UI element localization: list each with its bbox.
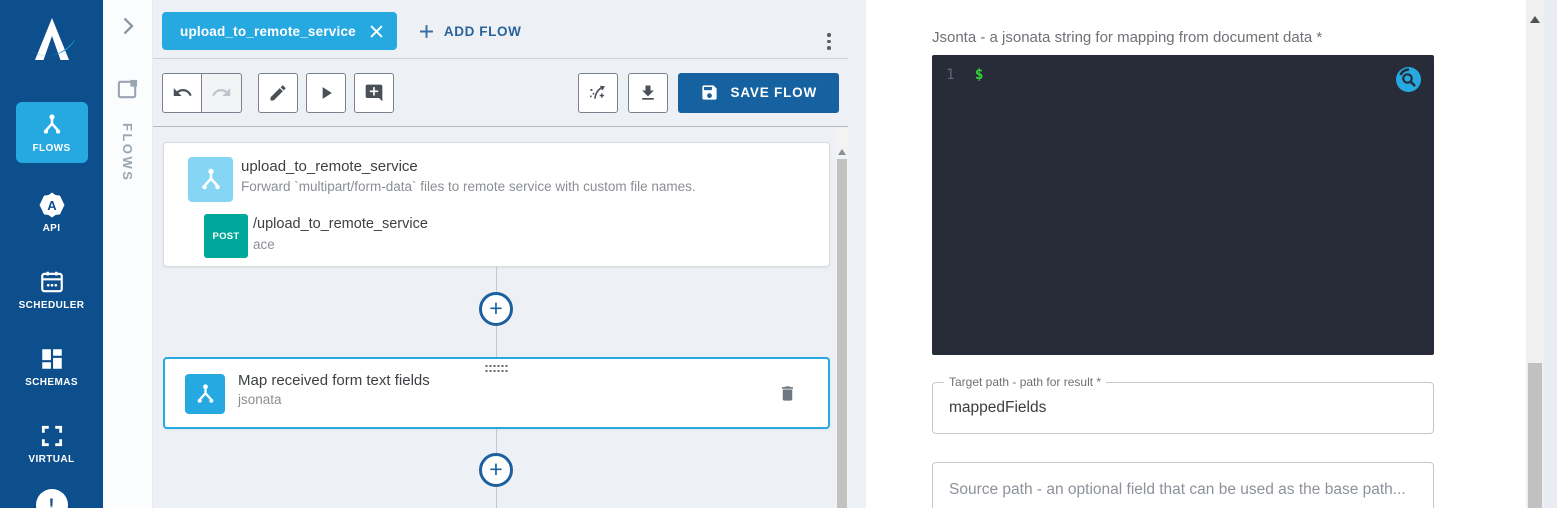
jsonata-field-label: Jsonta - a jsonata string for mapping fr… [932,29,1323,46]
tab-label: upload_to_remote_service [180,23,356,39]
save-flow-label: SAVE FLOW [730,85,817,100]
flows-panel-icon[interactable] [116,78,139,101]
save-flow-button[interactable]: SAVE FLOW [677,72,839,113]
add-flow-label: ADD FLOW [443,23,522,39]
connector-line [496,429,497,455]
close-icon[interactable] [370,24,383,38]
trash-icon [781,385,793,401]
sidebar-nav: FLOWS A API SCHEDULER [0,102,103,471]
logo [27,18,76,60]
svg-text:A: A [47,198,57,213]
page-edge [1544,0,1557,508]
step-description: Forward `multipart/form-data` files to r… [241,179,696,194]
connector-line [496,487,497,508]
panel-divider [848,0,866,508]
code-text: $ [974,67,984,83]
rail-panel-label: FLOWS [120,123,135,183]
drag-handle-dots[interactable] [485,365,508,372]
edit-flow-button[interactable] [258,72,298,113]
target-path-input[interactable] [933,383,1433,433]
flow-step-icon [185,374,225,414]
download-flow-button[interactable] [627,72,668,113]
add-flow-button[interactable]: ADD FLOW [419,12,522,50]
virtual-icon [41,425,62,447]
redo-icon [212,88,231,96]
http-method-badge: POST [204,214,248,258]
route-path: /upload_to_remote_service [253,216,428,232]
sidebar-item-label: SCHEDULER [18,300,85,311]
editor-search-icon[interactable] [1395,66,1422,93]
flow-icon [201,168,220,189]
download-icon [641,85,654,100]
sidebar-item-label: VIRTUAL [28,454,75,465]
add-comment-button[interactable] [354,72,394,113]
flow-icon [197,383,213,403]
add-comment-icon [365,84,383,101]
step-type: jsonata [238,392,282,407]
source-path-input[interactable] [933,463,1433,508]
scroll-up-arrow[interactable] [838,149,846,155]
calendar-icon [40,271,63,293]
main-sidebar: FLOWS A API SCHEDULER [0,0,103,508]
connector-line [496,326,497,357]
auto-arrange-icon [590,85,605,99]
sidebar-item-virtual[interactable]: VIRTUAL [9,415,95,471]
edit-icon [270,84,286,100]
flow-icon [43,114,60,134]
flow-step-jsonata-card[interactable]: Map received form text fields jsonata [163,357,830,429]
sidebar-item-label: API [42,223,61,234]
target-path-field: Target path - path for result * [932,375,1434,434]
jsonata-code-editor[interactable]: 1 $ [932,55,1434,355]
tab-upload-to-remote-service[interactable]: upload_to_remote_service [162,12,397,50]
sidebar-item-scheduler[interactable]: SCHEDULER [9,261,95,317]
flow-step-trigger-card[interactable]: upload_to_remote_service Forward `multip… [163,142,830,267]
flow-step-icon [188,157,233,202]
play-icon [322,86,332,99]
canvas-scrollbar[interactable] [836,127,848,508]
line-number: 1 [946,67,955,83]
scrollbar-thumb[interactable] [837,159,847,508]
redo-button[interactable] [202,72,242,113]
sidebar-item-label: FLOWS [32,143,71,154]
page-scrollbar[interactable] [1526,0,1544,508]
flow-toolbar: SAVE FLOW [153,59,848,127]
scrollbar-thumb[interactable] [1528,363,1542,508]
undo-redo-group [162,72,242,113]
kebab-menu-icon[interactable] [820,33,838,53]
connector-line [496,267,497,294]
source-path-field [932,462,1434,508]
sidebar-item-schemas[interactable]: SCHEMAS [9,338,95,394]
sidebar-item-api[interactable]: A API [9,184,95,240]
scroll-up-arrow[interactable] [1530,16,1540,23]
add-step-button[interactable]: + [479,453,513,487]
step-title: Map received form text fields [238,372,430,389]
sidebar-item-flows[interactable]: FLOWS [15,102,88,163]
flow-canvas[interactable]: upload_to_remote_service Forward `multip… [153,127,848,508]
save-icon [701,85,717,100]
step-inspector-panel: Jsonta - a jsonata string for mapping fr… [866,0,1526,508]
flows-rail: FLOWS [103,0,153,508]
add-step-button[interactable]: + [479,292,513,326]
undo-button[interactable] [162,72,202,113]
auto-arrange-button[interactable] [577,72,618,113]
schemas-icon [41,349,62,369]
alert-icon[interactable]: ! [35,489,68,508]
step-title: upload_to_remote_service [241,158,418,175]
delete-step-button[interactable] [776,382,798,404]
undo-icon [173,88,192,96]
target-path-label: Target path - path for result * [944,375,1107,389]
plus-icon [419,24,433,38]
run-flow-button[interactable] [306,72,346,113]
collapse-chevron-icon[interactable] [116,14,140,38]
route-engine: ace [253,237,275,252]
code-line: 1 $ [946,67,1420,83]
flow-workspace: upload_to_remote_service ADD FLOW [153,0,848,508]
api-icon: A [39,192,64,218]
sidebar-item-label: SCHEMAS [25,377,78,388]
tab-bar: upload_to_remote_service ADD FLOW [153,0,848,59]
toolbar-right-group: SAVE FLOW [577,72,839,113]
